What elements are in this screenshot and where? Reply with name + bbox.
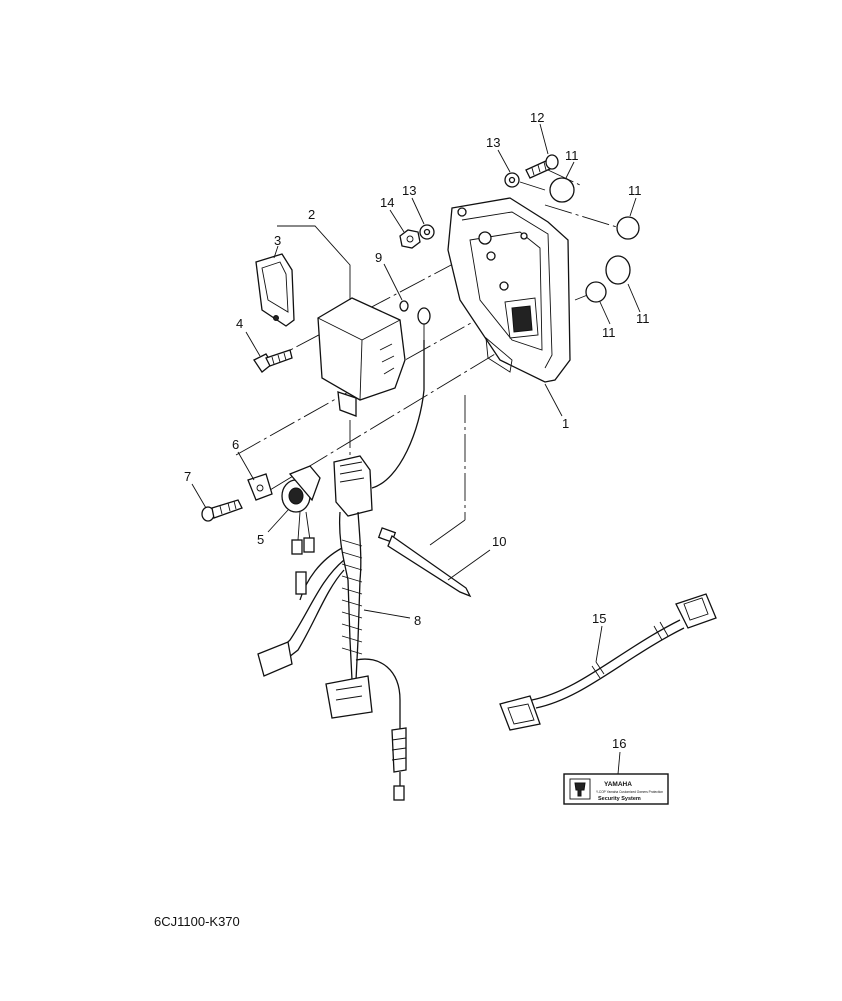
part-4-bolt (253, 349, 293, 373)
part-5-buzzer (281, 465, 321, 555)
callout-13-upper: 13 (486, 135, 500, 150)
callout-4: 4 (236, 316, 243, 331)
callout-3: 3 (274, 233, 281, 248)
outboard-motor-icon (574, 782, 586, 797)
callout-14: 14 (380, 195, 394, 210)
part-9-washer (399, 300, 409, 312)
callout-11-lower-right: 11 (636, 311, 650, 326)
callout-numbers: 1 2 3 4 5 6 7 8 9 10 11 11 11 11 12 13 1… (184, 110, 650, 751)
decal-system-name: Security System (598, 796, 641, 802)
part-2-control-unit (317, 297, 406, 417)
part-14-nut (399, 229, 421, 249)
callout-11-right: 11 (628, 183, 642, 198)
part-8-harness (257, 307, 431, 801)
callout-11-top: 11 (565, 148, 579, 163)
callout-13-lower: 13 (402, 183, 416, 198)
callout-15: 15 (592, 611, 606, 626)
callout-6: 6 (232, 437, 239, 452)
callout-11-lower: 11 (602, 325, 616, 340)
harness-coil (341, 539, 363, 655)
part-10-cable-tie (377, 527, 472, 598)
part-1-bracket (447, 197, 571, 383)
callout-8: 8 (414, 613, 421, 628)
callout-5: 5 (257, 532, 264, 547)
part-3-cover (255, 253, 295, 327)
part-15-extension-cable (499, 593, 717, 731)
callout-10: 10 (492, 534, 506, 549)
callout-2: 2 (308, 207, 315, 222)
document-reference: 6CJ1100-K370 (154, 914, 240, 929)
callout-7: 7 (184, 469, 191, 484)
leader-lines (191, 123, 641, 775)
part-11-grommets (549, 177, 640, 303)
part-12-screw (525, 154, 559, 179)
callout-9: 9 (375, 250, 382, 265)
callout-1: 1 (562, 416, 569, 431)
callout-16: 16 (612, 736, 626, 751)
callout-12: 12 (530, 110, 544, 125)
decal-fine-print: Y-COP Yamaha Customized Owners Protectio… (596, 790, 663, 794)
part-7-screw (201, 499, 243, 522)
part-16-label-decal: YAMAHA Y-COP Yamaha Customized Owners Pr… (563, 773, 669, 805)
part-13-washers (419, 172, 520, 240)
decal-brand: YAMAHA (604, 781, 632, 788)
part-6-plate (247, 473, 273, 501)
